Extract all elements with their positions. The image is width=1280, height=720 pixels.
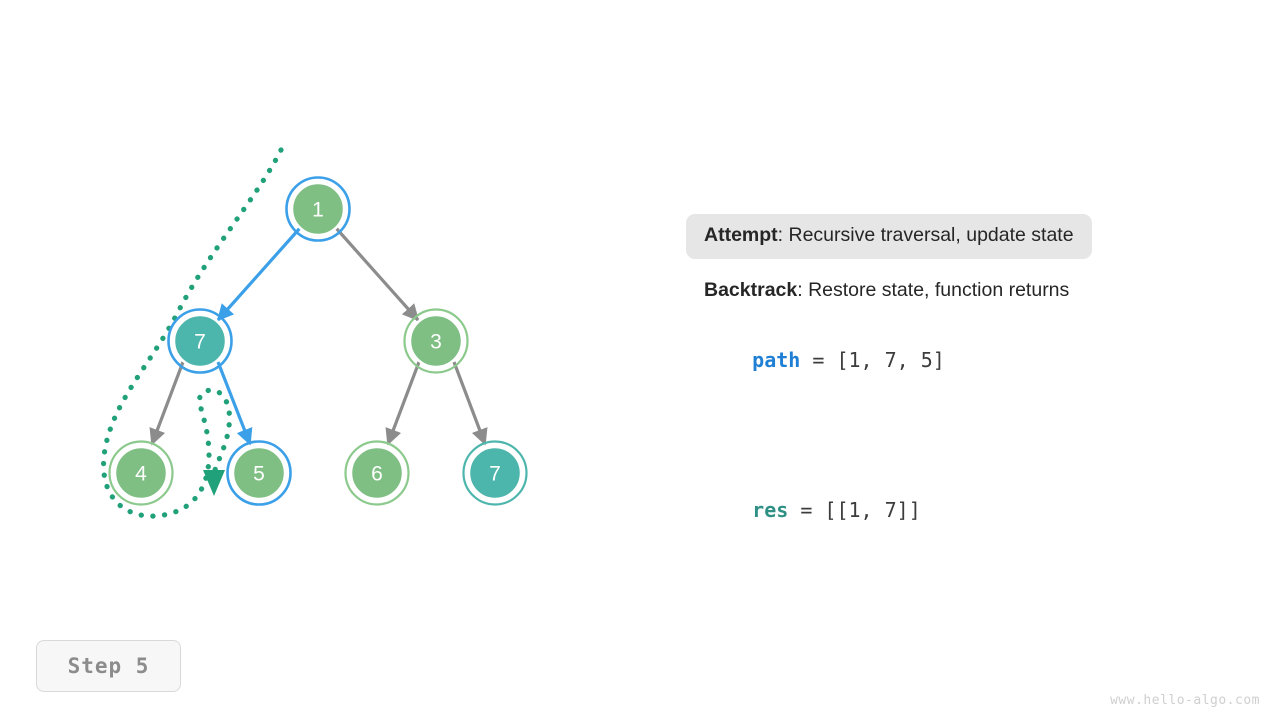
backtrack-arrowhead xyxy=(203,470,225,496)
node-circle xyxy=(408,313,464,369)
edge-7-4 xyxy=(149,361,185,446)
tree-node-4[interactable]: 4 xyxy=(108,440,174,506)
node-circle xyxy=(172,313,228,369)
path-variable-name: path xyxy=(752,348,801,372)
node-value: 4 xyxy=(135,463,147,486)
node-circle xyxy=(231,445,287,501)
binary-tree-diagram: 1 7 3 4 5 6 7 xyxy=(101,147,528,519)
backtrack-description: : Restore state, function returns xyxy=(797,278,1070,301)
tree-node-7-right[interactable]: 7 xyxy=(462,440,528,506)
attempt-description: : Recursive traversal, update state xyxy=(777,224,1074,246)
backtrack-line: Backtrack: Restore state, function retur… xyxy=(686,278,1246,301)
tree-edges xyxy=(149,226,488,446)
backtrack-trace xyxy=(101,147,284,519)
node-value: 5 xyxy=(253,463,265,486)
tree-node-3[interactable]: 3 xyxy=(403,308,469,374)
step-badge: Step 5 xyxy=(36,640,181,692)
res-variable-value: = [[1, 7]] xyxy=(788,498,921,522)
node-ring xyxy=(226,440,292,506)
node-ring xyxy=(285,176,351,242)
edge-3-7r xyxy=(452,361,488,446)
step-badge-label: Step 5 xyxy=(67,654,150,678)
path-state-line: path = [1, 7, 5] xyxy=(686,324,1246,396)
node-value: 6 xyxy=(371,463,383,486)
info-panel: Attempt: Recursive traversal, update sta… xyxy=(686,214,1246,546)
node-ring xyxy=(462,440,528,506)
node-circle xyxy=(290,181,346,237)
backtrack-label: Backtrack xyxy=(704,278,798,301)
res-state-line: res = [[1, 7]] xyxy=(686,474,1246,546)
node-ring xyxy=(167,308,233,374)
node-circle xyxy=(349,445,405,501)
node-value: 7 xyxy=(194,331,206,354)
node-value: 3 xyxy=(430,331,442,354)
edge-3-6 xyxy=(385,361,421,446)
node-value: 7 xyxy=(489,463,501,486)
res-variable-name: res xyxy=(752,498,789,522)
footer-watermark: www.hello-algo.com xyxy=(1110,693,1260,708)
node-ring xyxy=(403,308,469,374)
attempt-label: Attempt xyxy=(704,224,778,246)
tree-node-6[interactable]: 6 xyxy=(344,440,410,506)
attempt-line: Attempt: Recursive traversal, update sta… xyxy=(686,214,1092,259)
node-ring xyxy=(344,440,410,506)
edge-1-3 xyxy=(334,226,420,322)
node-ring xyxy=(108,440,174,506)
edge-1-7 xyxy=(216,226,302,322)
tree-node-5[interactable]: 5 xyxy=(226,440,292,506)
node-circle xyxy=(113,445,169,501)
footer-watermark-text: www.hello-algo.com xyxy=(1110,693,1260,708)
tree-node-7-left[interactable]: 7 xyxy=(167,308,233,374)
edge-7-5 xyxy=(216,361,253,446)
path-variable-value: = [1, 7, 5] xyxy=(800,348,945,372)
tree-node-1[interactable]: 1 xyxy=(285,176,351,242)
node-circle xyxy=(467,445,523,501)
node-value: 1 xyxy=(312,199,324,222)
